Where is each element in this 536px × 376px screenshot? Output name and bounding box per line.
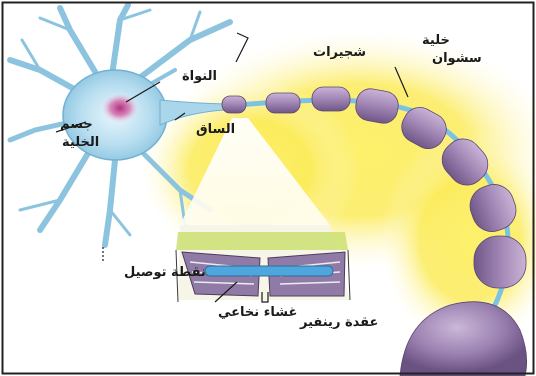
label-schwann-line2: سشوان [432, 51, 482, 66]
segment [222, 96, 246, 113]
label-dendrites: شجيرات [313, 45, 366, 60]
node-closeup [176, 225, 350, 302]
segment [474, 236, 526, 288]
label-nucleus: النواة [182, 69, 217, 84]
label-axon: الساق [196, 122, 235, 137]
segment [266, 93, 300, 113]
label-node-of-ranvier: عقدة رينفير [299, 315, 378, 330]
segment [312, 87, 350, 111]
label-cell-body-line2: الخلية [62, 135, 99, 150]
label-schwann-line1: خلية [422, 33, 450, 48]
label-cell-body-line1: جسم [60, 117, 93, 132]
label-synaptic-terminal: نقطة توصيل [124, 265, 206, 280]
label-myelin-sheath: غشاء نخاعي [218, 305, 297, 320]
